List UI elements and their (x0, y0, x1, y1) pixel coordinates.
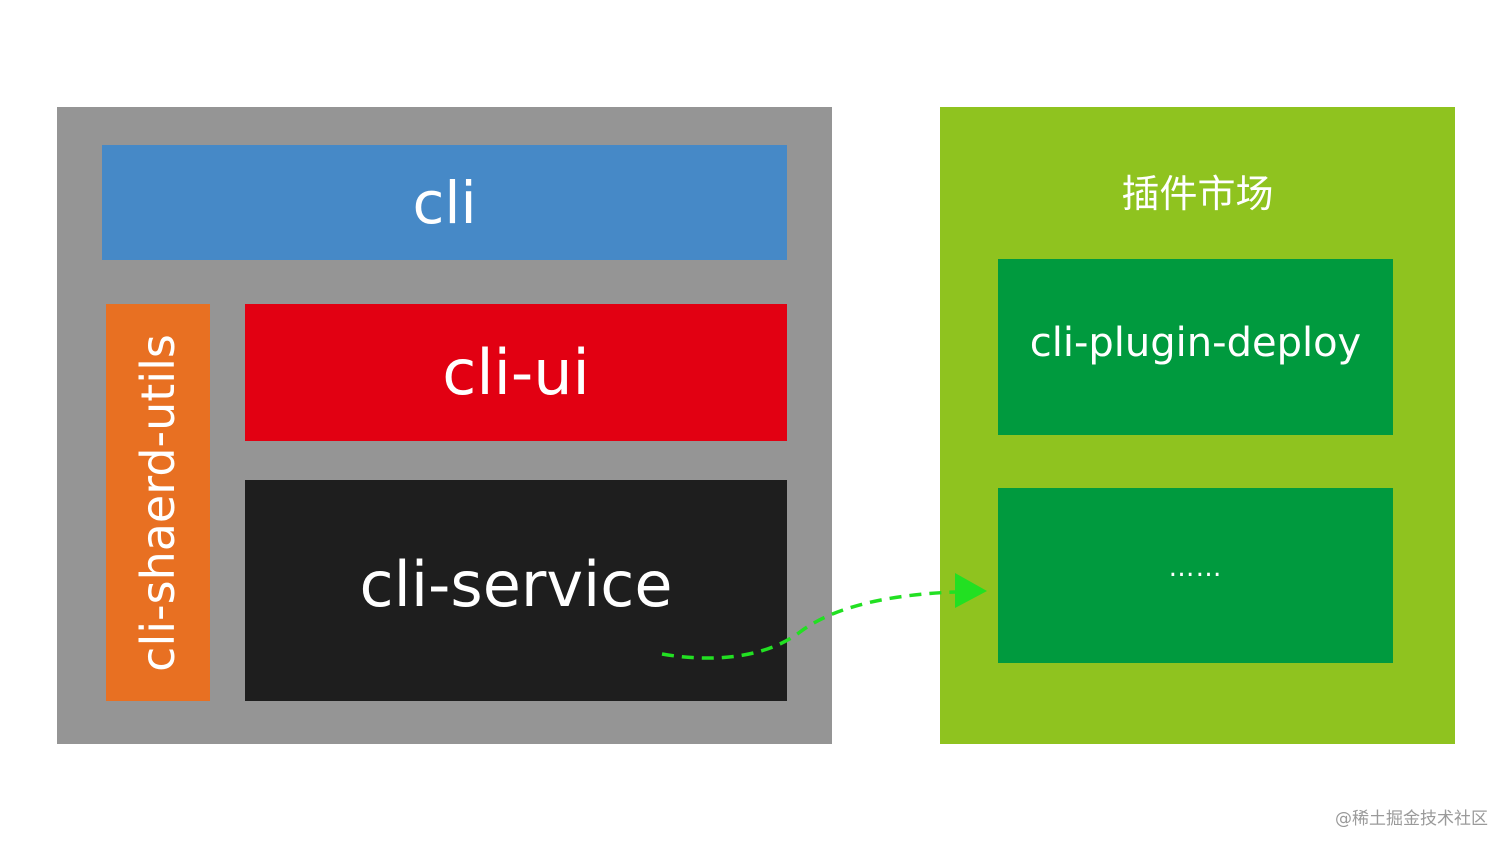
cli-package-block: cli (102, 145, 787, 260)
cli-label: cli (412, 168, 477, 237)
plugin-market-title: 插件市场 (1121, 171, 1274, 216)
cli-ui-package-block: cli-ui (245, 304, 787, 441)
cli-service-label: cli-service (359, 548, 673, 621)
plugin-deploy-block: cli-plugin-deploy (998, 259, 1393, 435)
plugin-more-block: …… (998, 488, 1393, 663)
shared-utils-label: cli-shaerd-utils (131, 333, 185, 672)
shared-utils-package-block: cli-shaerd-utils (106, 304, 210, 701)
cli-ui-label: cli-ui (442, 336, 590, 409)
watermark: @稀土掘金技术社区 (1335, 809, 1488, 829)
cli-service-package-block: cli-service (245, 480, 787, 701)
plugin-more-label: …… (1168, 552, 1223, 583)
plugin-deploy-label: cli-plugin-deploy (1029, 320, 1362, 366)
